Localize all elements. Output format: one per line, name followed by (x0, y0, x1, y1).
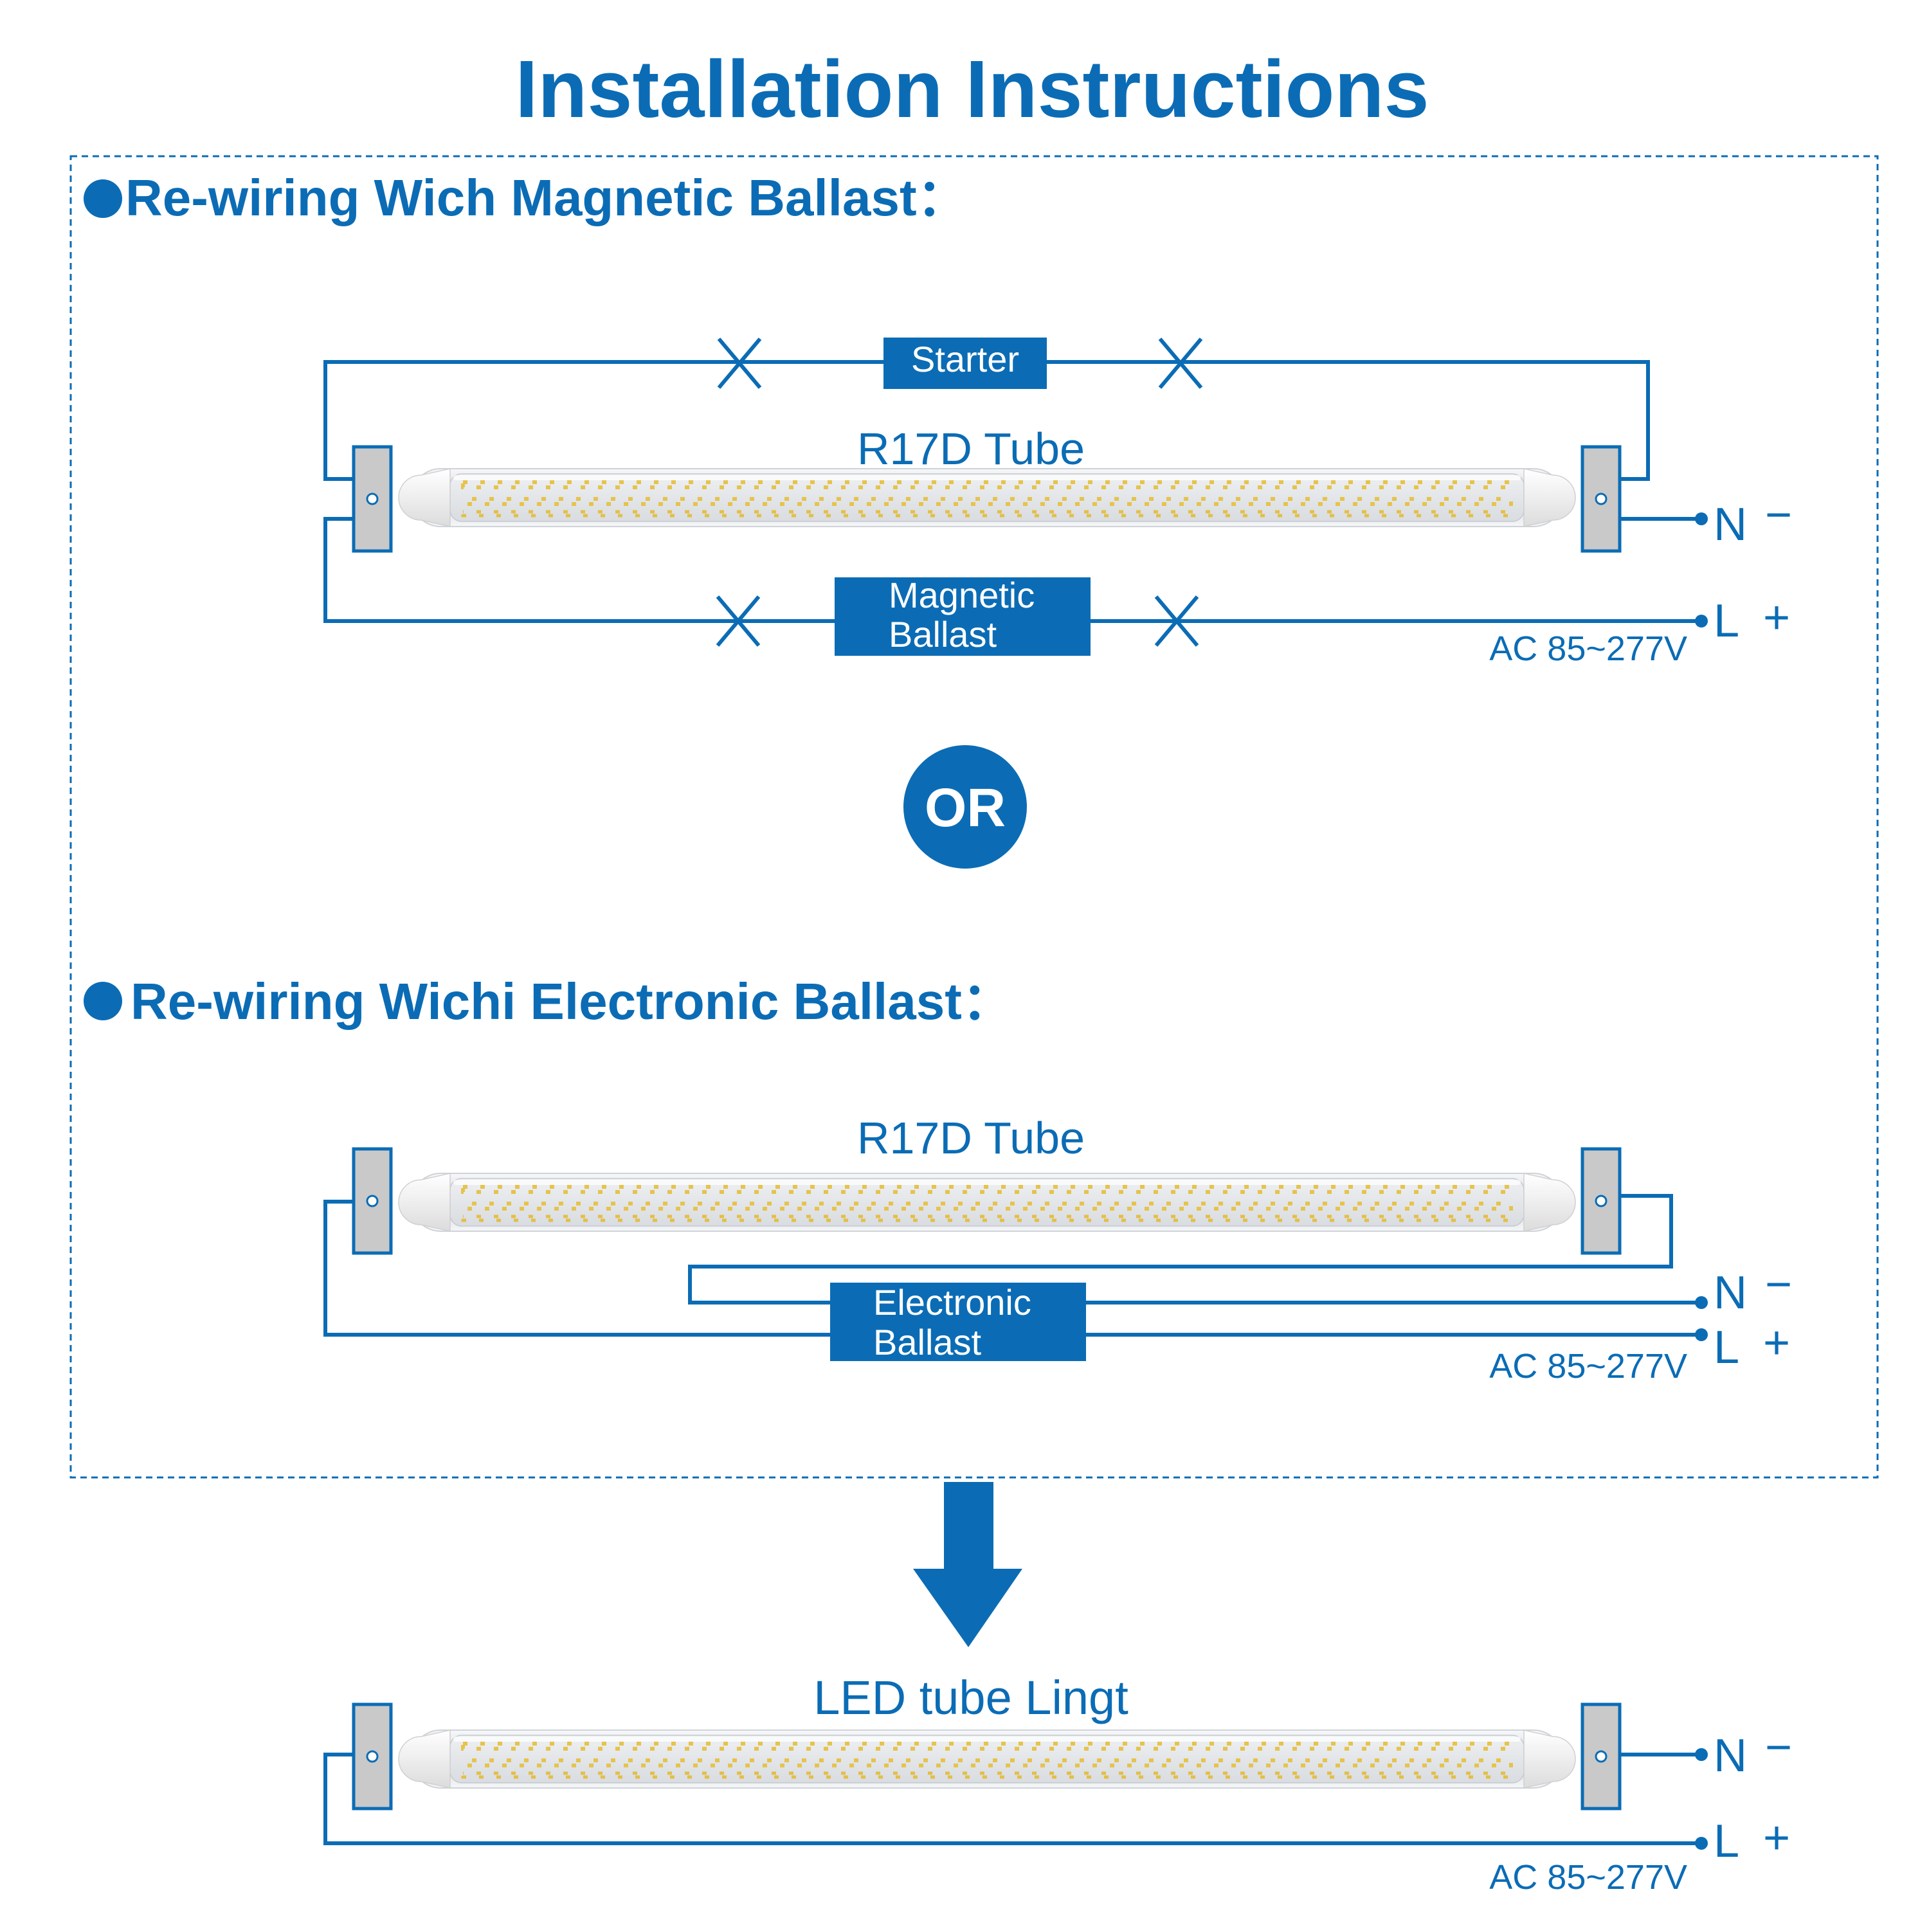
led-tube (399, 1730, 1575, 1788)
voltage-label: AC 85~277V (1489, 629, 1687, 668)
neutral-terminal (1695, 512, 1708, 525)
or-label: OR (925, 777, 1006, 838)
left-socket (354, 447, 391, 551)
live-label: L (1714, 1322, 1739, 1373)
bullet-dot-icon (84, 179, 122, 218)
down-arrow-icon (913, 1482, 1022, 1647)
live-label: L (1714, 1816, 1739, 1867)
result-wiring (323, 1753, 1701, 1845)
live-terminal (1695, 1328, 1708, 1341)
live-terminal (1695, 615, 1708, 627)
r17d-tube (399, 469, 1575, 527)
neutral-terminal (1695, 1296, 1708, 1309)
magnetic-ballast-label-1: Magnetic (889, 575, 1035, 615)
live-sign: + (1763, 592, 1790, 644)
right-socket (1582, 1149, 1620, 1253)
live-sign: + (1763, 1317, 1790, 1369)
voltage-label: AC 85~277V (1489, 1858, 1687, 1897)
electronic-ballast-box (830, 1283, 1086, 1361)
live-terminal (1695, 1837, 1708, 1850)
live-sign: + (1763, 1812, 1790, 1864)
neutral-terminal (1695, 1748, 1708, 1761)
starter-box (883, 338, 1047, 389)
voltage-label: AC 85~277V (1489, 1347, 1687, 1386)
electronic-tube-label: R17D Tube (857, 1113, 1085, 1163)
starter-label: Starter (911, 339, 1019, 379)
neutral-label: N (1714, 1267, 1747, 1319)
r17d-tube (399, 1173, 1575, 1231)
magnetic-ballast-box (835, 577, 1091, 656)
magnetic-tube-label: R17D Tube (857, 424, 1085, 474)
page-title: Installation Instructions (515, 44, 1429, 134)
neutral-label: N (1714, 1730, 1747, 1782)
left-socket (354, 1704, 391, 1809)
live-label: L (1714, 595, 1739, 647)
or-badge (903, 745, 1027, 869)
electronic-ballast-label-2: Ballast (873, 1322, 982, 1362)
bullet-dot-icon (84, 982, 122, 1020)
magnetic-section-heading: Re-wiring Wich Magnetic Ballast： (125, 169, 968, 226)
neutral-sign: − (1765, 489, 1792, 541)
neutral-sign: − (1765, 1259, 1792, 1310)
electronic-section-heading: Re-wiring Wichi Electronic Ballast： (131, 973, 1013, 1030)
magnetic-ballast-label-2: Ballast (889, 614, 997, 655)
right-socket (1582, 447, 1620, 551)
result-tube-label: LED tube Lingt (813, 1671, 1128, 1724)
neutral-sign: − (1765, 1722, 1792, 1773)
neutral-label: N (1714, 499, 1747, 550)
right-socket (1582, 1704, 1620, 1809)
left-wire (323, 1753, 1701, 1845)
left-socket (354, 1149, 391, 1253)
electronic-ballast-label-1: Electronic (873, 1282, 1031, 1323)
